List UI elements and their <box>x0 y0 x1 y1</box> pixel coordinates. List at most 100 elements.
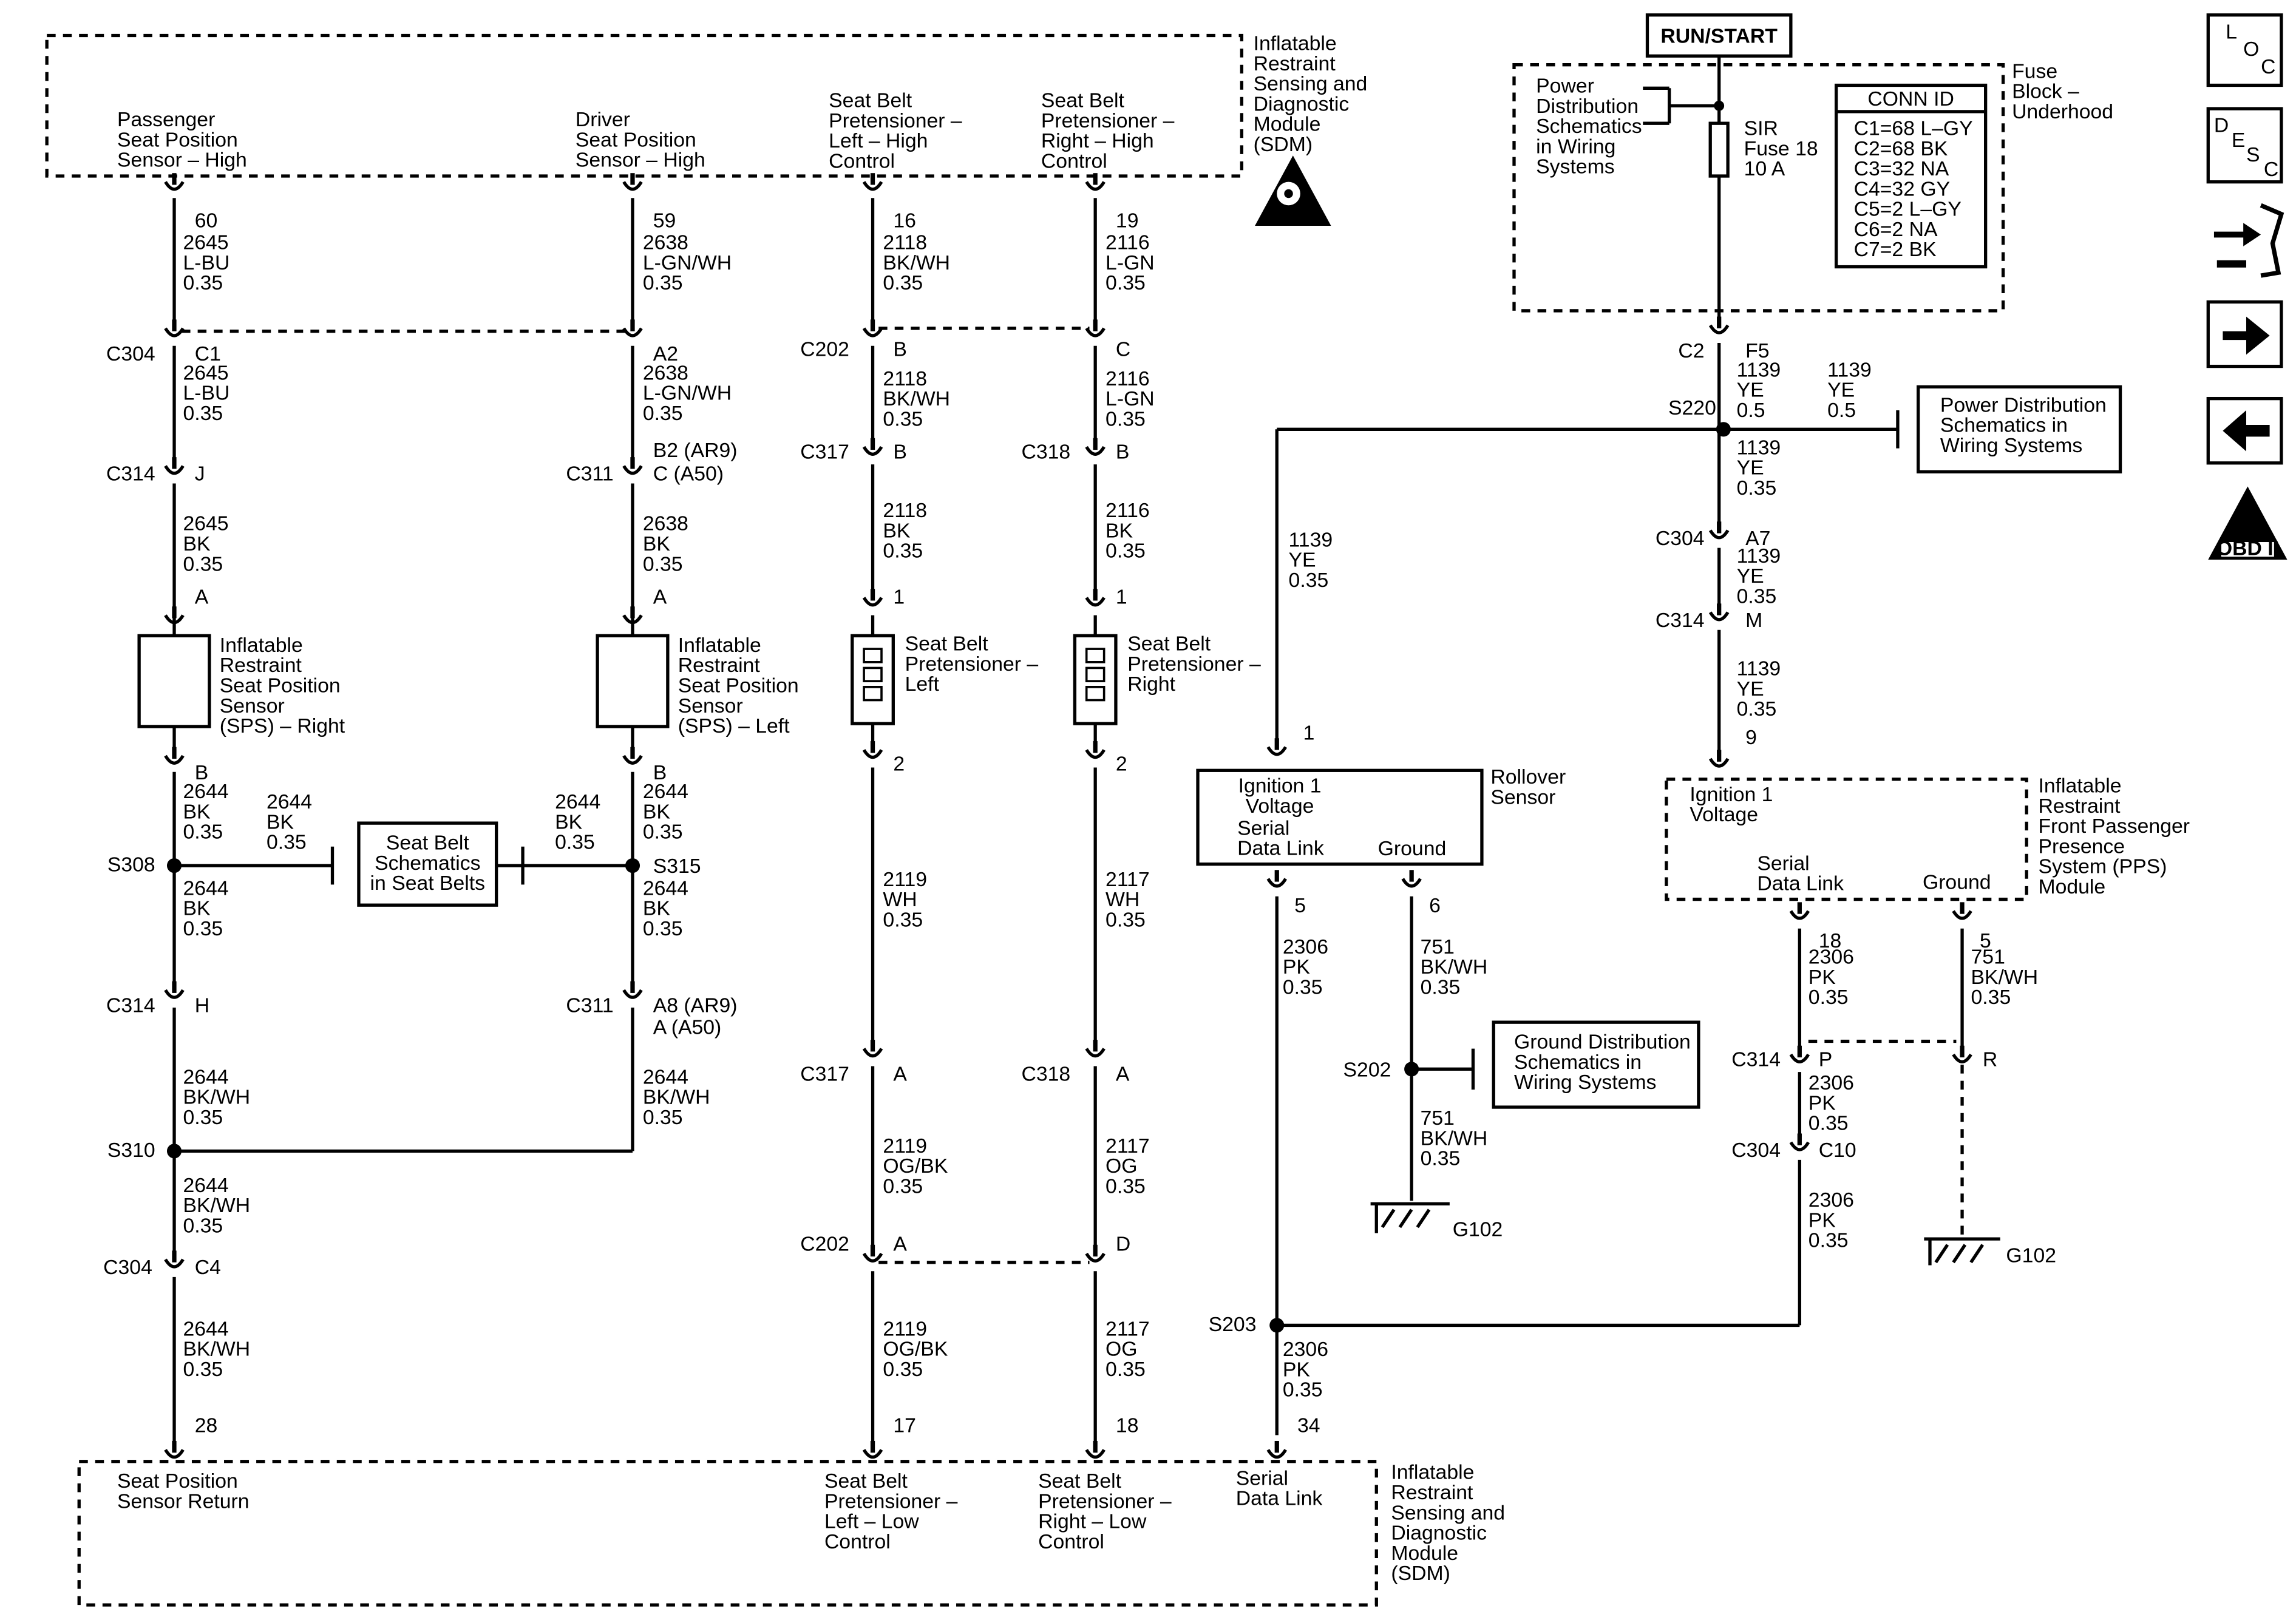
wire-label-line: PK <box>1809 1091 1836 1114</box>
pin-label-pretensioner-right-high-line: Control <box>1041 150 1107 173</box>
wire-label-line: 2638 <box>643 231 688 254</box>
connector-tag-line: C10 <box>1819 1139 1856 1162</box>
power-distribution-fuse-label-line: Power <box>1536 75 1594 98</box>
wire-label-line: 0.35 <box>643 821 683 844</box>
connector-tag-line: M <box>1745 609 1762 632</box>
pretensioner-left-label-line: Seat Belt <box>905 632 989 656</box>
power-distribution-label-line: Wiring Systems <box>1940 434 2082 457</box>
wire-label-line: BK <box>183 897 211 920</box>
power-distribution-fuse-label-line: in Wiring <box>1536 135 1615 158</box>
connector-tag-line: 2 <box>1116 752 1127 775</box>
sdm-bottom-title-line: (SDM) <box>1391 1562 1450 1585</box>
wire-label-line: 0.5 <box>1827 399 1856 422</box>
connector-tag: 5 <box>1294 894 1306 917</box>
pin-label-passenger-seat-high-line: Seat Position <box>117 128 238 151</box>
conn-id-rows-line: C1=68 L–GY <box>1854 117 1973 140</box>
connector-tag: C1 <box>195 342 221 365</box>
pin-label-passenger-seat-high-line: Sensor – High <box>117 149 247 172</box>
wire-label-line: BK <box>555 810 583 833</box>
nav-loc-button[interactable] <box>2206 13 2283 87</box>
wire-label-line: 2645 <box>183 231 228 254</box>
rollover-ignition-label-line: Voltage <box>1246 795 1314 818</box>
connector-tag: 1 <box>1116 585 1127 608</box>
connector-tag-line: B <box>893 338 907 361</box>
connector-arc <box>1085 1252 1106 1263</box>
power-distribution-label-line: Power Distribution <box>1940 393 2107 416</box>
connector-tag-line: R <box>1983 1048 1997 1071</box>
connector-tag-line: 5 <box>1294 894 1306 917</box>
connector-tag: 16 <box>893 209 916 232</box>
wire-label-line: 0.35 <box>883 408 923 431</box>
connector-tag: A <box>893 1232 907 1255</box>
pps-module-label-line: System (PPS) <box>2038 855 2167 878</box>
wire-label-line: BK <box>643 897 671 920</box>
connector-tag-line: C318 <box>1021 441 1070 464</box>
wire-label-line: YE <box>1289 549 1316 572</box>
connector-tag: 28 <box>195 1414 218 1437</box>
wire-label-line: 2118 <box>883 499 927 522</box>
nav-wrench-icon[interactable] <box>2213 203 2284 278</box>
sps-right-label-line: (SPS) – Right <box>220 714 345 737</box>
nav-desc-button[interactable] <box>2206 107 2283 184</box>
connector-pin <box>1093 589 1098 601</box>
connector-arc <box>862 597 883 607</box>
connector-arc <box>862 327 883 337</box>
nav-desc-s-line: S <box>2246 143 2260 166</box>
connector-tag-line: B <box>893 441 907 464</box>
seat-belt-schematics-label-line: Schematics <box>375 852 480 875</box>
wire-label-line: 751 <box>1421 935 1455 958</box>
connector-tag: S310 <box>107 1139 155 1162</box>
connector-pin <box>630 319 635 331</box>
connector-arc <box>862 181 883 191</box>
connector-pin <box>1797 902 1802 914</box>
connector-tag-line: D <box>1116 1232 1130 1255</box>
wire-label-line: OG/BK <box>883 1338 948 1361</box>
connector-tag-line: F5 <box>1745 339 1769 362</box>
connector-tag-line: S315 <box>653 855 701 878</box>
pin-label-pretensioner-left-high-line: Pretensioner – <box>829 109 962 132</box>
pps-ignition-label-line: Ignition 1 <box>1690 783 1773 806</box>
wire-label-line: 2644 <box>183 780 228 803</box>
pretensioner-left-label-line: Left <box>905 673 940 696</box>
wire-label-line: 2644 <box>555 790 600 813</box>
connector-arc <box>164 327 185 337</box>
connector-tag: B <box>1116 441 1130 464</box>
connector-arc <box>622 754 643 765</box>
connector-tag: A (A50) <box>653 1015 722 1039</box>
wire-label-line: PK <box>1809 1209 1836 1232</box>
connector-arc <box>1789 910 1810 920</box>
conn-id-rows-line: C7=2 BK <box>1854 238 1937 261</box>
nav-loc-l: L <box>2226 20 2237 43</box>
ground-distribution-label-line: Wiring Systems <box>1514 1071 1656 1094</box>
ground-g102-a-label: G102 <box>1453 1218 1503 1241</box>
seat-belt-schematics-box <box>357 821 498 907</box>
connector-tag: B <box>893 338 907 361</box>
wire-label-line: 0.35 <box>1283 975 1323 998</box>
wire-label-line: 751 <box>1421 1107 1455 1130</box>
connector-tag-line: C311 <box>566 463 613 486</box>
connector-tag: R <box>1983 1048 1997 1071</box>
connector-arc <box>1708 758 1730 768</box>
wire-label-line: 2644 <box>267 790 312 813</box>
nav-loc-o: O <box>2243 38 2259 61</box>
connector-arc <box>1708 324 1730 334</box>
obd-ii-icon[interactable] <box>2208 486 2288 560</box>
power-distribution-label-line: Schematics in <box>1940 414 2068 437</box>
connector-arc <box>1085 327 1106 337</box>
connector-pin <box>172 1440 177 1453</box>
wire-label-line: 2644 <box>183 876 228 900</box>
wire-label-line: 0.35 <box>183 917 223 940</box>
sps-right-label-line: Inflatable <box>220 634 303 657</box>
wire-label-line: 0.35 <box>1106 271 1146 294</box>
pps-circuits <box>1798 928 1964 1326</box>
